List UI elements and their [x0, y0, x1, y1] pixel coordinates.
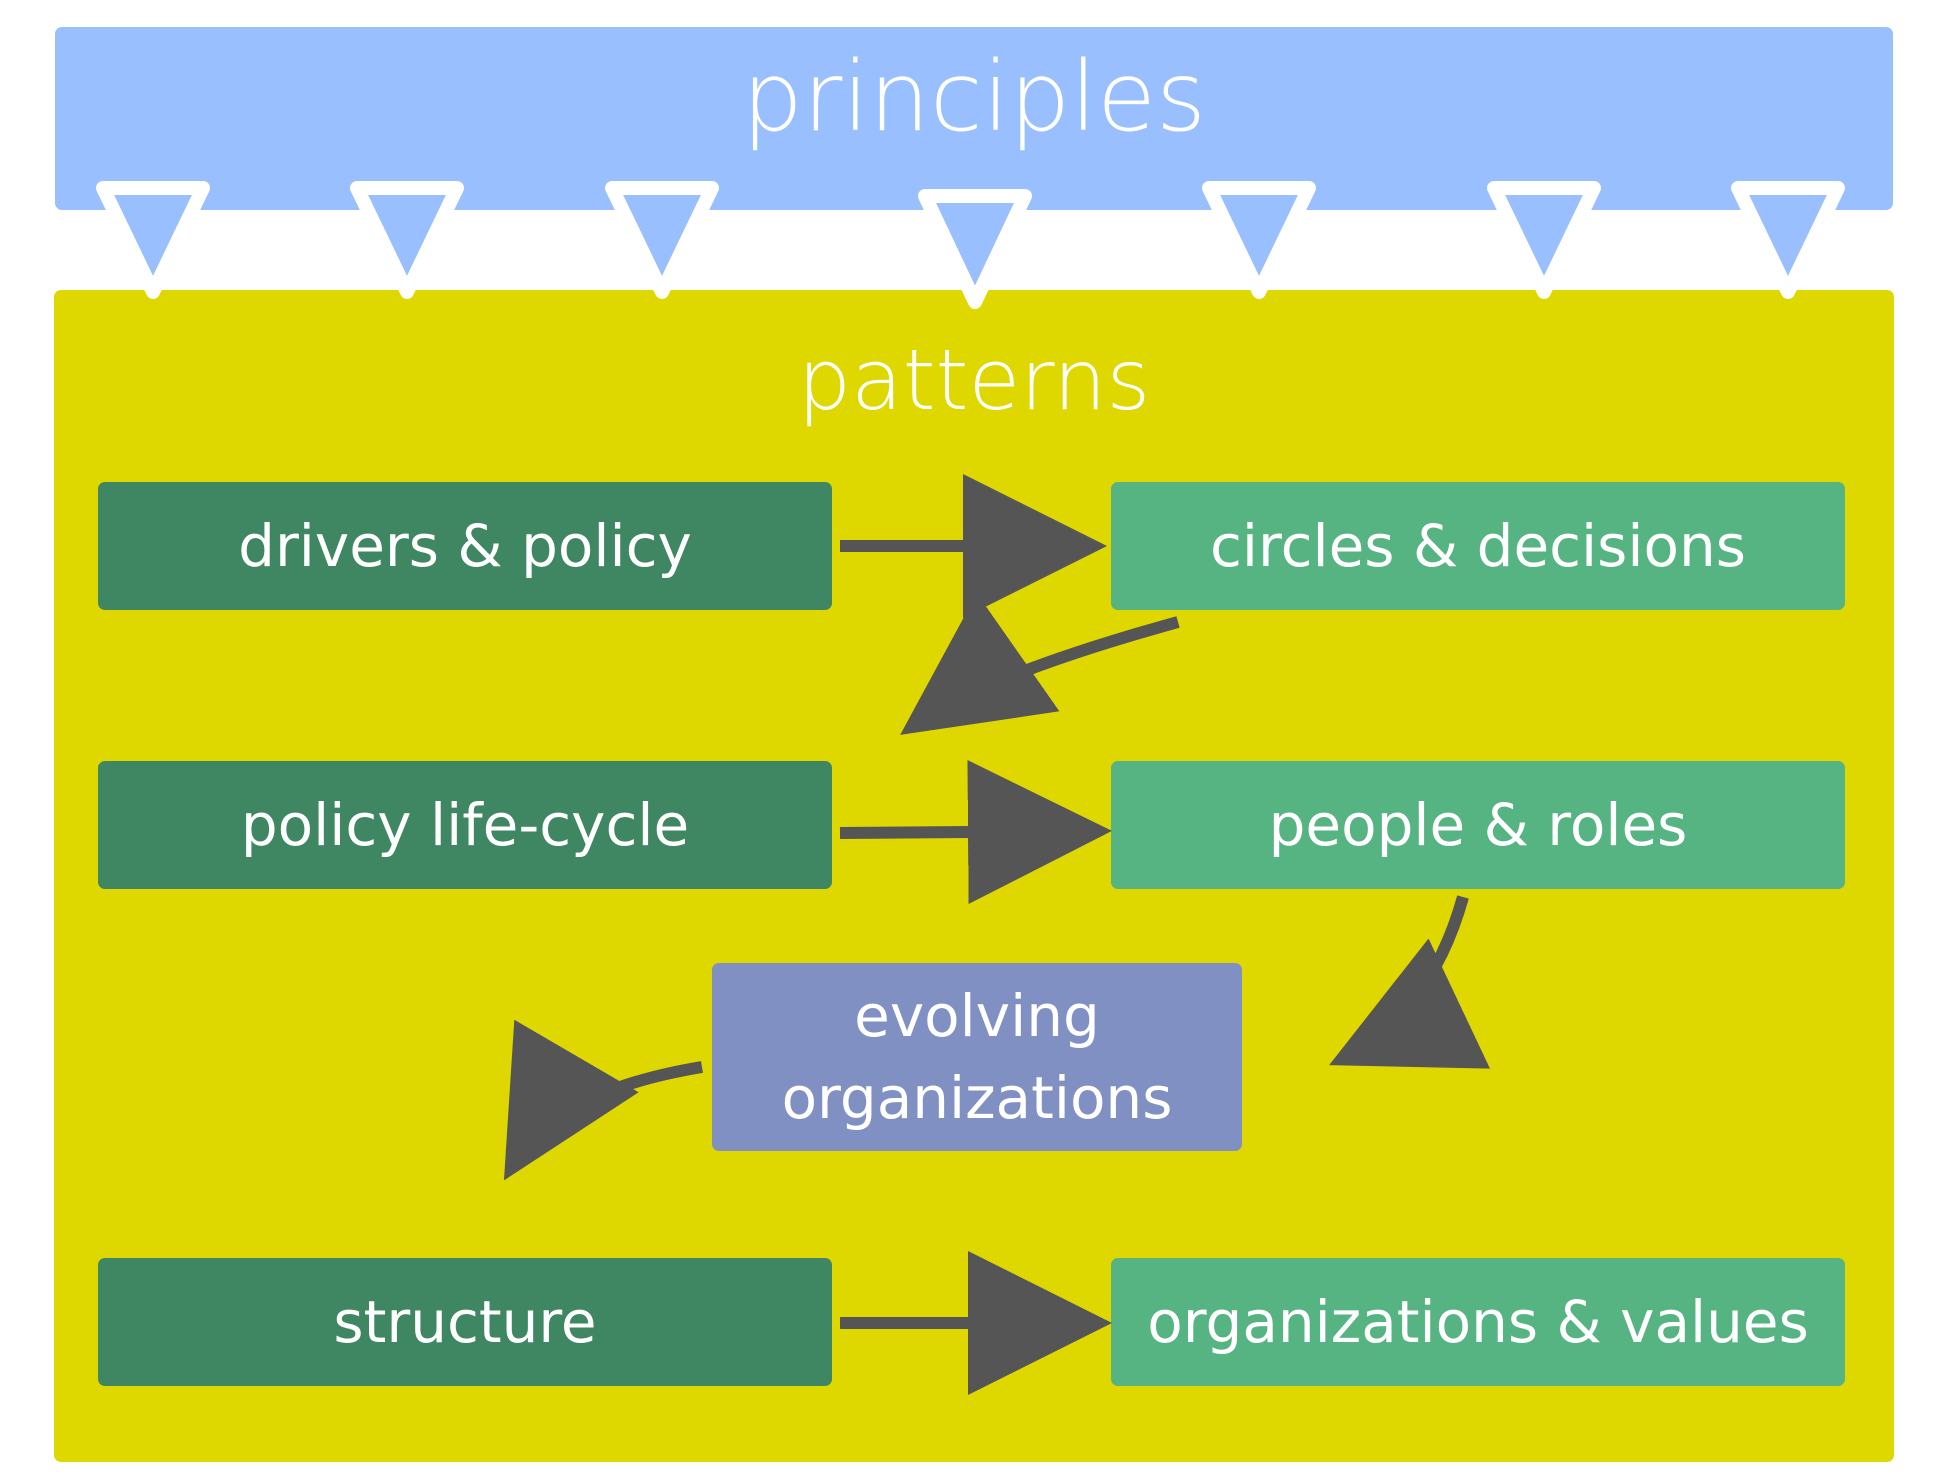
- principles-band: [55, 27, 1893, 210]
- drivers-policy-label: drivers & policy: [238, 512, 692, 580]
- triangle-icon-4: [918, 189, 1032, 309]
- policy-life-cycle-label: policy life-cycle: [240, 791, 690, 859]
- principles-title: principles: [741, 41, 1207, 153]
- evolving-organizations-node: evolving organizations: [712, 963, 1242, 1151]
- triangle-icon-3: [605, 181, 719, 299]
- triangle-icon-2: [350, 181, 464, 299]
- structure-label: structure: [333, 1288, 597, 1356]
- evolving-organizations-label: evolving organizations: [781, 982, 1173, 1132]
- circles-decisions-node: circles & decisions: [1111, 482, 1845, 610]
- organizations-values-node: organizations & values: [1111, 1258, 1845, 1386]
- people-roles-node: people & roles: [1111, 761, 1845, 889]
- arrow-evolving-to-structure: [503, 1019, 703, 1181]
- arrow-group: [503, 474, 1491, 1395]
- arrow-circles-to-policy-life-cycle: [900, 593, 1180, 735]
- circles-decisions-label: circles & decisions: [1210, 512, 1746, 580]
- triangle-icon-7: [1731, 181, 1845, 299]
- drivers-policy-node: drivers & policy: [98, 482, 832, 610]
- triangle-icon-6: [1487, 181, 1601, 299]
- triangle-icon-5: [1202, 181, 1316, 299]
- policy-life-cycle-node: policy life-cycle: [98, 761, 832, 889]
- organizations-values-label: organizations & values: [1147, 1288, 1809, 1356]
- structure-node: structure: [98, 1258, 832, 1386]
- principles-triangles: [96, 181, 1845, 309]
- arrow-people-roles-to-evolving: [1329, 895, 1491, 1069]
- people-roles-label: people & roles: [1268, 791, 1688, 859]
- arrow-policy-life-cycle-to-people-roles: [839, 760, 1112, 905]
- patterns-title: patterns: [797, 331, 1151, 429]
- triangle-icon-1: [96, 181, 210, 299]
